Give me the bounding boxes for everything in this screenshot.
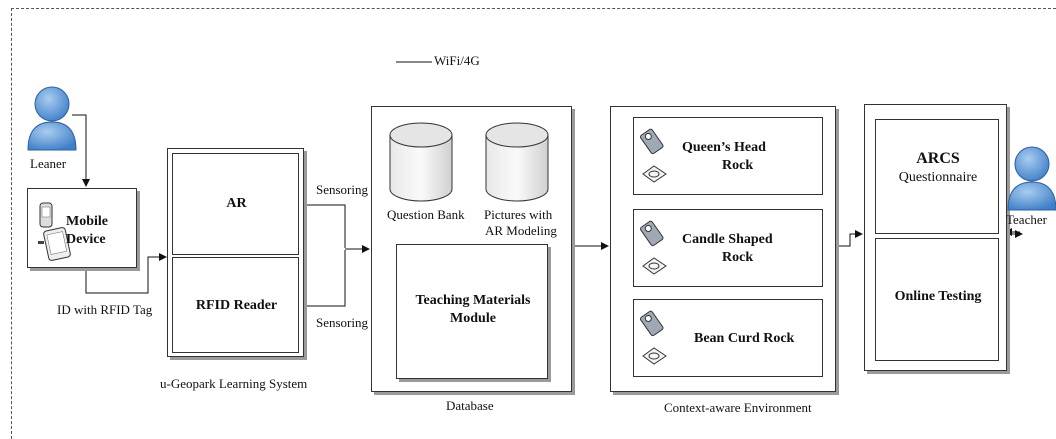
arcs-questionnaire-box: ARCS Questionnaire xyxy=(875,119,999,234)
rfid-tag-icon xyxy=(640,310,667,365)
site-3-label: Bean Curd Rock xyxy=(694,331,795,346)
learning-system-box: AR RFID Reader xyxy=(167,148,304,357)
ar-module: AR xyxy=(172,153,299,255)
context-caption: Context-aware Environment xyxy=(664,400,812,415)
database-box: Question Bank Pictures with AR Modeling … xyxy=(371,106,572,392)
ar-pictures-label-line1: Pictures with xyxy=(484,207,553,222)
mobile-device-box: Mobile Device xyxy=(27,188,137,268)
rfid-reader-module: RFID Reader xyxy=(172,257,299,353)
rfid-sensoring-line xyxy=(303,250,346,307)
learner-person-icon xyxy=(27,86,77,151)
learner-to-mobile-arrow xyxy=(72,114,90,187)
question-bank-cylinder-icon xyxy=(389,122,453,202)
learning-system-caption: u-Geopark Learning System xyxy=(160,376,308,391)
system-boundary xyxy=(11,8,1056,439)
questionnaire-label: Questionnaire xyxy=(898,170,978,185)
site-bean-curd: Bean Curd Rock xyxy=(633,299,823,377)
rfid-tag-icon xyxy=(640,128,667,183)
evaluation-box: ARCS Questionnaire Online Testing xyxy=(864,104,1007,371)
id-rfid-label: ID with RFID Tag xyxy=(57,302,153,317)
mobile-label-line2: Device xyxy=(66,232,106,247)
sensoring-bottom-label: Sensoring xyxy=(316,315,368,330)
online-testing-box: Online Testing xyxy=(875,238,999,361)
rfid-reader-label: RFID Reader xyxy=(195,298,278,313)
site-candle-shaped: Candle Shaped Rock xyxy=(633,209,823,287)
arcs-label: ARCS xyxy=(916,150,960,167)
learner-label: Leaner xyxy=(30,156,67,171)
legend-label: WiFi/4G xyxy=(434,53,480,68)
teaching-module-label-line2: Module xyxy=(450,311,496,326)
context-to-evaluation-arrow xyxy=(837,230,863,247)
mobile-label-line1: Mobile xyxy=(66,214,108,229)
ar-module-label: AR xyxy=(226,196,247,211)
online-testing-label: Online Testing xyxy=(894,289,982,304)
ar-sensoring-line xyxy=(303,204,346,248)
site-1-label-line2: Rock xyxy=(722,158,754,173)
question-bank-label: Question Bank xyxy=(387,207,465,222)
rfid-tag-icon xyxy=(640,220,667,275)
site-2-label-line2: Rock xyxy=(722,250,754,265)
database-caption: Database xyxy=(446,398,494,413)
site-1-label-line1: Queen’s Head xyxy=(682,140,766,155)
mobile-phone-icon xyxy=(38,202,71,261)
teacher-label: Teacher xyxy=(1006,212,1047,227)
teaching-module-label-line1: Teaching Materials xyxy=(415,293,531,308)
context-environment-box: Queen’s Head Rock Candle Shaped Rock Bea… xyxy=(610,106,836,392)
teacher-person-icon xyxy=(1007,146,1056,211)
site-queens-head: Queen’s Head Rock xyxy=(633,117,823,195)
ar-pictures-cylinder-icon xyxy=(485,122,549,202)
sensoring-top-label: Sensoring xyxy=(316,182,368,197)
teaching-materials-module: Teaching Materials Module xyxy=(396,244,548,379)
ar-pictures-label-line2: AR Modeling xyxy=(485,223,557,238)
mobile-to-system-arrow xyxy=(85,253,167,294)
site-2-label-line1: Candle Shaped xyxy=(682,232,773,247)
